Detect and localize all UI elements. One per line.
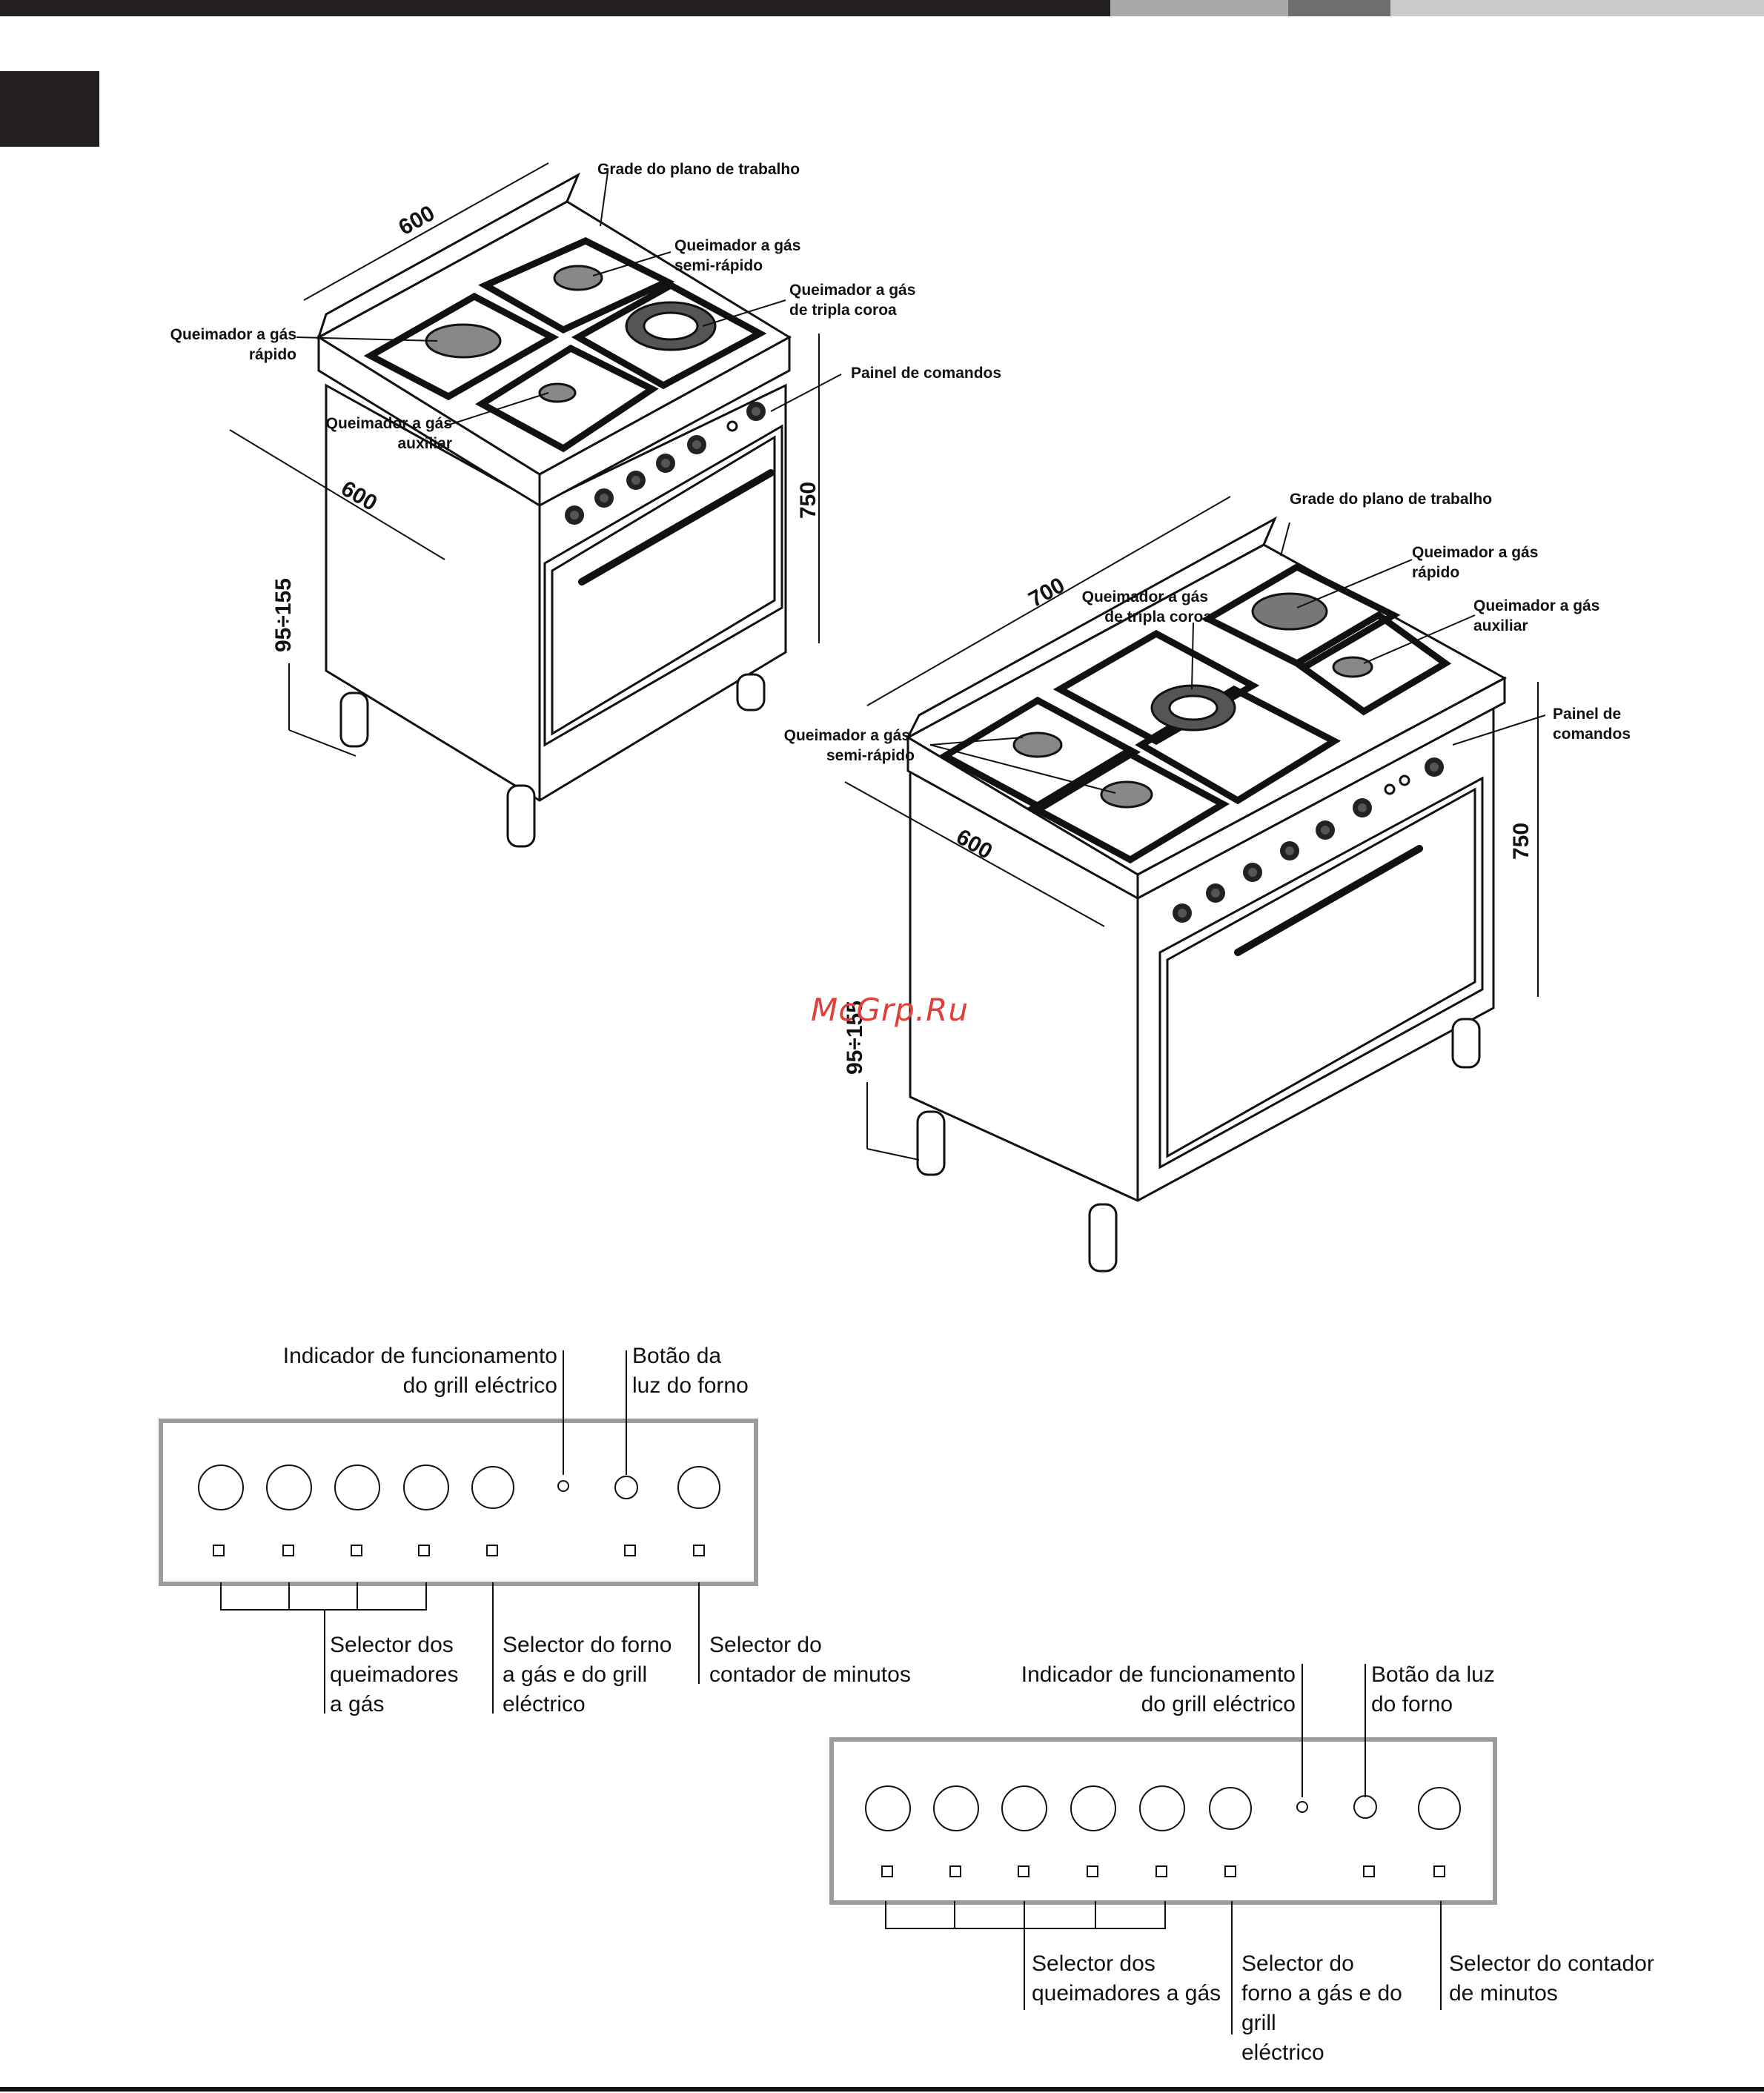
header-bar-dark — [0, 0, 1110, 16]
dim-width-600: 600 — [394, 201, 439, 240]
caption-light-5: Botão da luz do forno — [1371, 1660, 1519, 1719]
caption-burners-4-line2: queimadores — [330, 1662, 459, 1687]
cooker-900-illustration — [844, 496, 1546, 1273]
caption-burners-4-line3: a gás — [330, 1692, 385, 1716]
caption-indicator-4-line2: do grill eléctrico — [402, 1373, 557, 1398]
caption-timer-4: Selector do contador de minutos — [709, 1631, 932, 1690]
caption-light-4-line1: Botão da — [632, 1344, 722, 1368]
caption-timer-5: Selector do contador de minutos — [1449, 1949, 1671, 2009]
label-panel: Painel de comandos — [851, 365, 1001, 382]
language-tab — [0, 71, 99, 147]
label-triple-b-1: Queimador a gás — [1082, 588, 1208, 606]
control-panel-4 — [159, 1350, 758, 1714]
label-grid-b: Grade do plano de trabalho — [1290, 491, 1492, 508]
caption-oven-4: Selector do forno a gás e do grill eléct… — [503, 1631, 695, 1719]
header-bar-pale — [1390, 0, 1764, 16]
label-triple-b-2: de tripla coroa — [1104, 608, 1212, 626]
caption-oven-4-line3: eléctrico — [503, 1692, 586, 1716]
label-semi-b-2: semi-rápido — [826, 747, 915, 764]
caption-timer-5-line2: de minutos — [1449, 1981, 1558, 2006]
label-rapid-b-1: Queimador a gás — [1412, 544, 1538, 561]
caption-oven-5-line1: Selector do — [1241, 1951, 1354, 1976]
caption-oven-5-line2: forno a gás e do grill — [1241, 1981, 1402, 2035]
caption-burners-4: Selector dos queimadores a gás — [330, 1631, 478, 1719]
watermark: McGrp.Ru — [811, 992, 969, 1028]
label-semi-rapid-1: Queimador a gás — [674, 237, 800, 254]
caption-burners-5-line1: Selector dos — [1032, 1951, 1155, 1976]
label-panel-b-1: Painel de — [1553, 706, 1621, 723]
label-aux-b-2: auxiliar — [1473, 617, 1528, 634]
caption-indicator-4-line1: Indicador de funcionamento — [282, 1344, 557, 1368]
caption-light-5-line2: do forno — [1371, 1692, 1453, 1716]
label-rapid-1: Queimador a gás — [170, 326, 296, 343]
caption-indicator-5-line2: do grill eléctrico — [1141, 1692, 1296, 1716]
dim-feet: 95÷155 — [271, 578, 296, 652]
caption-indicator-5-line1: Indicador de funcionamento — [1021, 1662, 1296, 1687]
caption-oven-5: Selector do forno a gás e do grill eléct… — [1241, 1949, 1442, 2068]
header-bar-light — [1110, 0, 1288, 16]
caption-burners-5-line2: queimadores a gás — [1032, 1981, 1221, 2006]
dim-width-700: 700 — [1024, 573, 1069, 612]
caption-indicator-5: Indicador de funcionamento do grill eléc… — [964, 1660, 1296, 1719]
caption-indicator-4: Indicador de funcionamento do grill eléc… — [222, 1341, 557, 1401]
label-grid: Grade do plano de trabalho — [597, 161, 800, 178]
caption-light-5-line1: Botão da luz — [1371, 1662, 1495, 1687]
caption-oven-5-line3: eléctrico — [1241, 2040, 1324, 2065]
label-triple-2: de tripla coroa — [789, 302, 897, 319]
caption-burners-4-line1: Selector dos — [330, 1633, 454, 1657]
caption-light-4-line2: luz do forno — [632, 1373, 749, 1398]
label-rapid-2: rápido — [249, 346, 296, 363]
burner-knobs-4 — [198, 1465, 720, 1510]
label-aux-b-1: Queimador a gás — [1473, 597, 1599, 614]
label-semi-b-1: Queimador a gás — [784, 727, 910, 744]
caption-timer-4-line1: Selector do — [709, 1633, 822, 1657]
cooker-600-illustration — [229, 162, 842, 848]
caption-light-4: Botão da luz do forno — [632, 1341, 780, 1401]
caption-oven-4-line2: a gás e do grill — [503, 1662, 648, 1687]
burner-knobs-5 — [865, 1785, 1461, 1831]
caption-timer-4-line2: contador de minutos — [709, 1662, 911, 1687]
dim-height-750: 750 — [796, 482, 820, 519]
label-aux-2: auxiliar — [397, 435, 452, 452]
label-rapid-b-2: rápido — [1412, 564, 1459, 581]
footer-rule — [0, 2087, 1764, 2092]
caption-burners-5: Selector dos queimadores a gás — [1032, 1949, 1224, 2009]
label-aux-1: Queimador a gás — [326, 415, 452, 432]
dim-feet-b: 95÷155 — [843, 1001, 867, 1075]
label-panel-b-2: comandos — [1553, 726, 1631, 743]
header-bar-mid — [1288, 0, 1390, 16]
label-triple-1: Queimador a gás — [789, 282, 915, 299]
caption-timer-5-line1: Selector do contador — [1449, 1951, 1654, 1976]
dim-height-750-b: 750 — [1509, 823, 1533, 860]
control-panel-5 — [829, 1664, 1497, 2034]
caption-oven-4-line1: Selector do forno — [503, 1633, 672, 1657]
label-semi-rapid-2: semi-rápido — [674, 257, 763, 274]
